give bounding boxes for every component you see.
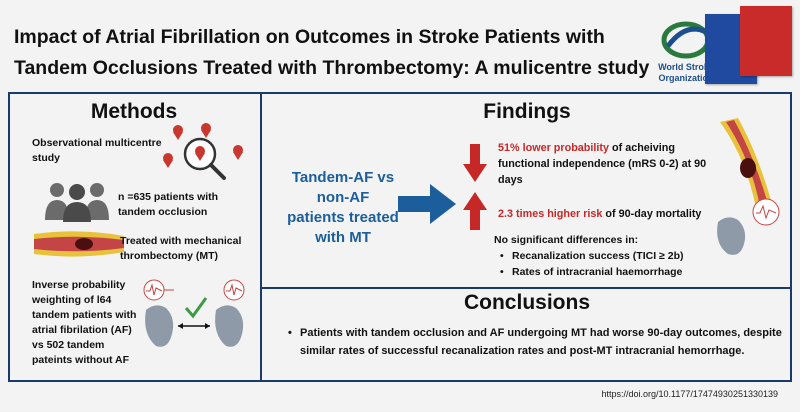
divider-horizontal bbox=[260, 287, 792, 289]
page-title: Impact of Atrial Fibrillation on Outcome… bbox=[14, 22, 654, 84]
methods-item-patients: n =635 patients with tandem occlusion bbox=[118, 191, 219, 218]
finding-2-highlight: 2.3 times higher risk bbox=[498, 208, 603, 220]
methods-item-ipw: Inverse probability weighting of l64 tan… bbox=[32, 279, 137, 366]
arrow-down-icon bbox=[463, 144, 487, 182]
finding-1-rest: of acheiving functional independence (mR… bbox=[498, 142, 707, 186]
finding-1-highlight: 51% lower probability bbox=[498, 142, 609, 154]
no-diff-label: No significant differences in: bbox=[494, 234, 639, 246]
vessel-heart-illustration-icon bbox=[717, 118, 780, 255]
map-search-icon bbox=[163, 123, 243, 180]
tandem-af-label: Tandem-AF vs non-AF patients treated wit… bbox=[287, 169, 399, 246]
arrow-right-icon bbox=[398, 184, 456, 224]
finding-2-rest: of 90-day mortality bbox=[602, 208, 702, 220]
list-item: Recanalization success (TICI ≥ 2b) bbox=[498, 248, 718, 264]
methods-item-observational: Observational multicentre study bbox=[32, 137, 162, 164]
divider-vertical bbox=[260, 92, 262, 382]
title-line-2: Tandem Occlusions Treated with Thrombect… bbox=[14, 57, 650, 79]
arrow-up-icon bbox=[463, 192, 487, 230]
hearts-comparison-icon bbox=[143, 279, 245, 347]
no-diff-list: Recanalization success (TICI ≥ 2b) Rates… bbox=[498, 248, 718, 280]
findings-heading: Findings bbox=[483, 100, 571, 123]
list-item: Rates of intracranial haemorrhage bbox=[498, 264, 718, 280]
methods-heading: Methods bbox=[90, 100, 178, 123]
artery-occlusion-icon bbox=[34, 231, 124, 257]
methods-item-mt: Treated with mechanical thrombectomy (MT… bbox=[120, 235, 242, 262]
finding-mortality: 2.3 times higher risk of 90-day mortalit… bbox=[498, 206, 720, 222]
logo-text: World Stroke Organization bbox=[658, 62, 714, 83]
finding-functional-independence: 51% lower probability of acheiving funct… bbox=[498, 140, 710, 188]
journal-cover-red bbox=[740, 6, 792, 76]
doi-link[interactable]: https://doi.org/10.1177/1747493025133013… bbox=[601, 389, 779, 399]
patients-group-icon bbox=[45, 183, 109, 222]
conclusions-heading: Conclusions bbox=[463, 291, 590, 314]
list-item: Patients with tandem occlusion and AF un… bbox=[286, 324, 786, 360]
conclusions-list: Patients with tandem occlusion and AF un… bbox=[286, 324, 786, 360]
content-frame bbox=[8, 92, 792, 382]
title-line-1: Impact of Atrial Fibrillation on Outcome… bbox=[14, 26, 605, 48]
